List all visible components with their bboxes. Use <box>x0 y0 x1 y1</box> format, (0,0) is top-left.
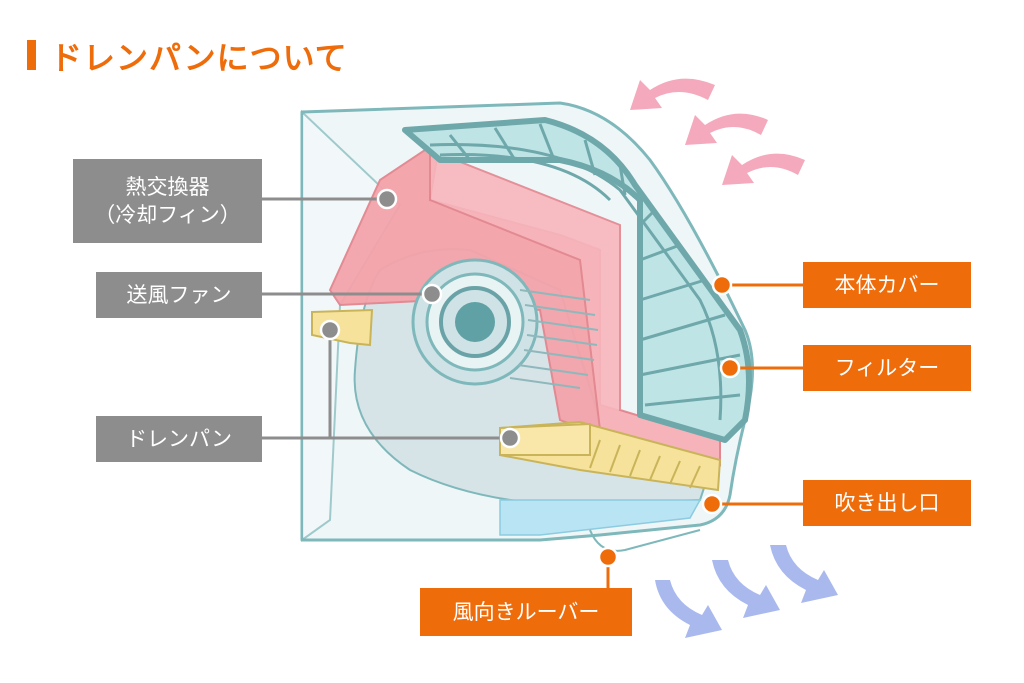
outflow-arrows <box>655 545 838 638</box>
fan-shape <box>411 258 599 389</box>
title-accent-bar <box>27 40 36 70</box>
label-heat-exchanger-line2: （冷却フィン） <box>94 203 241 227</box>
right-leader-dots <box>597 274 741 568</box>
page-title: ドレンパンについて <box>50 39 348 77</box>
outlet-shape <box>499 499 702 536</box>
label-drain-pan: ドレンパン <box>96 416 262 462</box>
drain-pan-shape <box>499 420 722 492</box>
label-filter: フィルター <box>803 345 971 391</box>
label-fan: 送風ファン <box>96 272 262 318</box>
filter-shape <box>402 117 752 443</box>
intake-arrows <box>630 78 805 185</box>
label-outlet: 吹き出し口 <box>803 480 971 526</box>
label-heat-exchanger-line1: 熱交換器 <box>125 174 210 199</box>
left-leader-lines <box>262 197 510 440</box>
label-louver: 風向きルーバー <box>420 588 632 636</box>
label-heat-exchanger: 熱交換器 （冷却フィン） <box>73 159 262 243</box>
label-body-cover: 本体カバー <box>803 262 971 308</box>
left-leader-dots <box>319 188 521 449</box>
